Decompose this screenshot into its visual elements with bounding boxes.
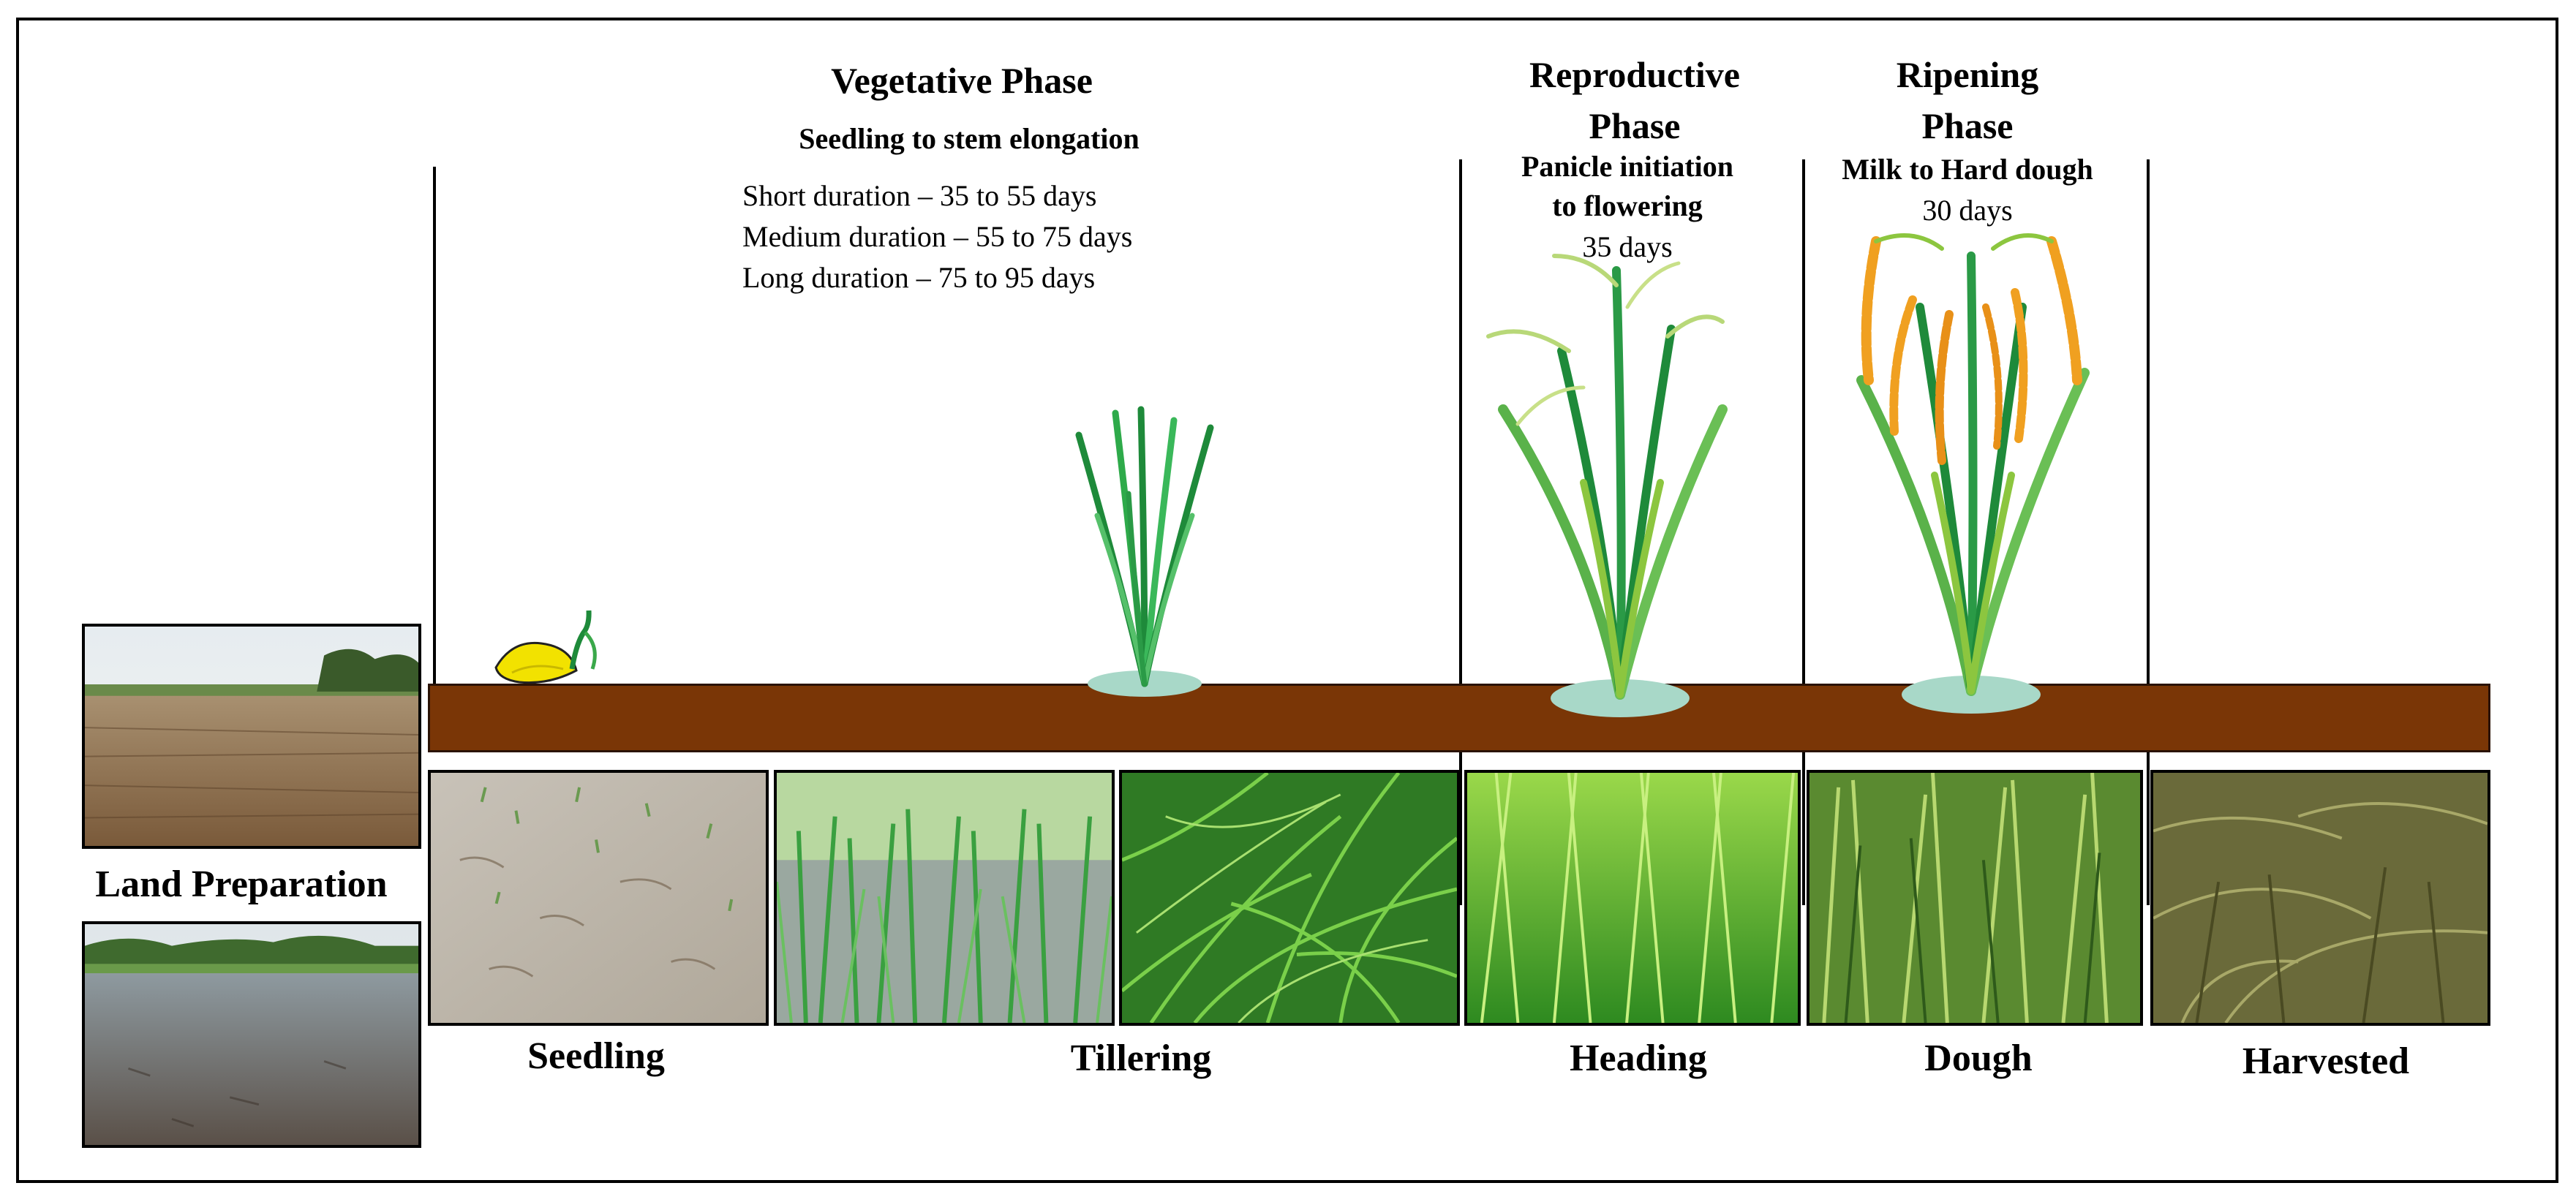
ripening-plant-illustration bbox=[1856, 233, 2090, 714]
seedling-stage-label: Seedling bbox=[527, 1035, 665, 1077]
harvested-stage-label: Harvested bbox=[2242, 1040, 2410, 1082]
ripening-phase-subtitle: Milk to Hard dough bbox=[1842, 153, 2093, 186]
ripening-start-divider bbox=[1802, 159, 1805, 905]
duration-long: Long duration – 75 to 95 days bbox=[742, 261, 1096, 294]
dough-stage-photo bbox=[1807, 770, 2143, 1026]
tillering-stage-photo-2 bbox=[1119, 770, 1460, 1026]
heading-stage-label: Heading bbox=[1570, 1037, 1707, 1079]
vegetative-phase-subtitle: Seedling to stem elongation bbox=[799, 122, 1140, 155]
reproductive-phase-title-line1: Reproductive bbox=[1529, 54, 1740, 95]
soil-band bbox=[428, 684, 2490, 752]
tillering-plant-illustration bbox=[1075, 406, 1214, 697]
duration-short: Short duration – 35 to 55 days bbox=[742, 179, 1097, 212]
land-preparation-label: Land Preparation bbox=[95, 863, 388, 905]
dough-stage-label: Dough bbox=[1924, 1037, 2033, 1079]
ripening-phase-title-line2: Phase bbox=[1921, 105, 2014, 146]
land-preparation-flooded-field-photo bbox=[82, 921, 421, 1148]
reproductive-start-divider bbox=[1459, 159, 1462, 905]
vegetative-phase-title: Vegetative Phase bbox=[831, 60, 1093, 101]
duration-medium: Medium duration – 55 to 75 days bbox=[742, 220, 1133, 253]
ripening-phase-title-line1: Ripening bbox=[1896, 54, 2039, 95]
tillering-stage-photo-1 bbox=[774, 770, 1115, 1026]
harvested-stage-photo bbox=[2150, 770, 2490, 1026]
figure-frame bbox=[16, 18, 2558, 1183]
seedling-stage-photo bbox=[428, 770, 769, 1026]
ripening-phase-days: 30 days bbox=[1922, 194, 2013, 227]
reproductive-phase-days: 35 days bbox=[1582, 230, 1673, 263]
reproductive-phase-subtitle-line2: to flowering bbox=[1552, 189, 1703, 222]
duration-list: Short duration – 35 to 55 days Medium du… bbox=[742, 175, 1132, 298]
reproductive-phase-subtitle-line1: Panicle initiation bbox=[1521, 150, 1733, 183]
land-preparation-dry-field-photo bbox=[82, 624, 421, 849]
heading-stage-photo bbox=[1464, 770, 1801, 1026]
tillering-stage-label: Tillering bbox=[1070, 1037, 1212, 1079]
vegetative-start-divider bbox=[433, 167, 436, 686]
reproductive-phase-title-line2: Phase bbox=[1589, 105, 1681, 146]
flowering-plant-illustration bbox=[1486, 254, 1728, 717]
germinating-seed-illustration bbox=[494, 610, 597, 684]
harvest-start-divider bbox=[2147, 159, 2150, 905]
